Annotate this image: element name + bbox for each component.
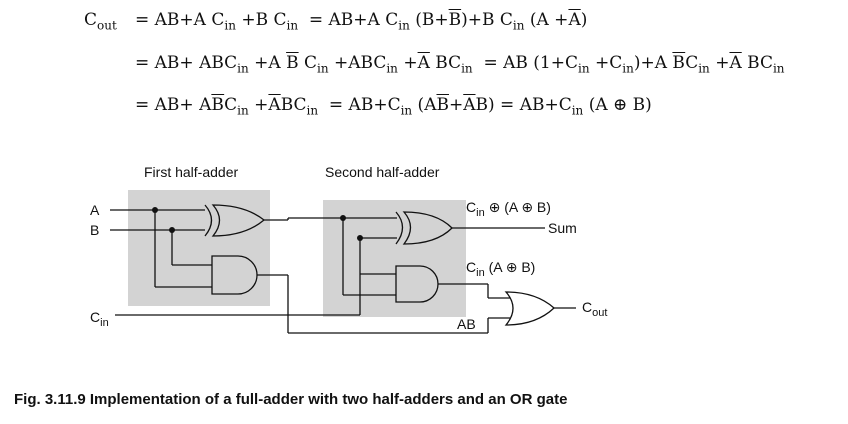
- junction-xor1: [340, 215, 346, 221]
- cout-symbol: C: [84, 10, 98, 30]
- label-cin: Cin: [90, 309, 109, 329]
- equation-line-3: = AB+ ABCin +ABCin = AB+Cin (AB+AB) = AB…: [135, 95, 652, 118]
- xor-gate-1: [211, 204, 266, 237]
- junction-cin: [357, 235, 363, 241]
- xor-gate-2-extra-arc: [395, 211, 404, 245]
- label-a: A: [90, 202, 100, 218]
- label-sum: Sum: [548, 220, 577, 236]
- junction-a: [152, 207, 158, 213]
- label-b: B: [90, 222, 99, 238]
- label-ab: AB: [457, 316, 476, 332]
- junction-b: [169, 227, 175, 233]
- xor-gate-2: [402, 211, 453, 245]
- equation-line-1: Cout: [84, 10, 117, 32]
- figure-caption: Fig. 3.11.9 Implementation of a full-add…: [14, 391, 568, 408]
- first-half-adder-box: [128, 190, 270, 306]
- label-and2-output: Cin (A ⊕ B): [466, 259, 535, 279]
- xor-gate-1-extra-arc: [204, 204, 213, 237]
- equation-line-2: = AB+ ABCin +A B Cin +ABCin +A BCin = AB…: [135, 53, 785, 76]
- cout-subscript: out: [97, 18, 117, 33]
- or-gate: [504, 291, 555, 326]
- and-gate-2: [395, 265, 439, 303]
- equation-line-1-rhs: = AB+A Cin +B Cin = AB+A Cin (B+B)+B Cin…: [135, 10, 588, 33]
- label-cout: Cout: [582, 299, 607, 319]
- second-half-adder-label: Second half-adder: [325, 164, 440, 180]
- and-gate-1: [211, 255, 258, 295]
- label-xor2-output: Cin ⊕ (A ⊕ B): [466, 199, 551, 219]
- first-half-adder-label: First half-adder: [144, 164, 238, 180]
- second-half-adder-box: [323, 200, 466, 317]
